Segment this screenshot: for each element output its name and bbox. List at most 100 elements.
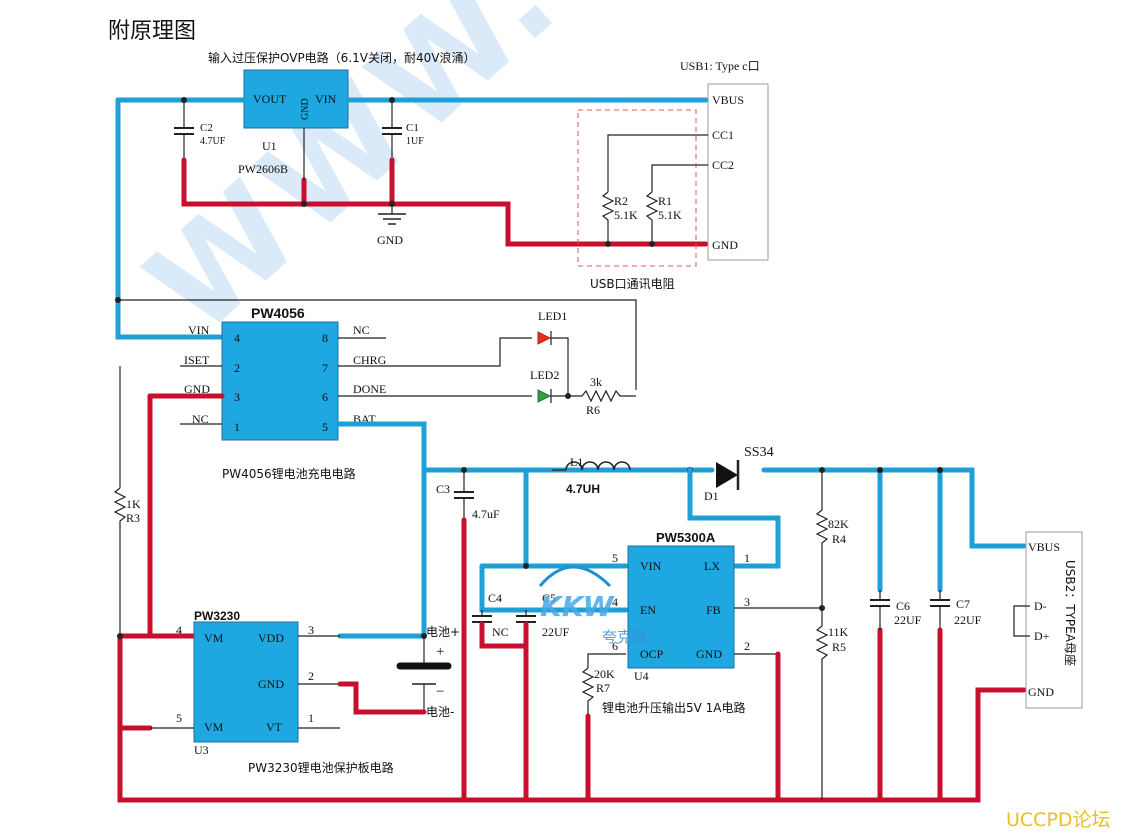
pw3230-pin-3: 3 <box>308 623 314 637</box>
battery-neg-label: 电池- <box>426 705 454 719</box>
usb1-pin-cc1: CC1 <box>712 128 734 142</box>
pw5300a-pin-en: EN <box>640 603 656 617</box>
pw5300a-pin-lx: LX <box>704 559 720 573</box>
r2-ref: R2 <box>614 194 628 208</box>
pw3230-pin-1: 1 <box>308 711 314 725</box>
r7-value: 20K <box>594 667 615 681</box>
forum-watermark: UCCPD论坛 <box>1006 809 1111 831</box>
pw4056-pin-7: 7 <box>322 361 328 375</box>
pw3230-pin-gnd: GND <box>258 677 284 691</box>
charger-section-label: PW4056锂电池充电电路 <box>222 466 356 481</box>
c2-value: 4.7UF <box>200 136 226 147</box>
pw4056-pin-2: 2 <box>234 361 240 375</box>
usb2-label: USB2：TYPEA母座 <box>1063 560 1078 666</box>
usb2-pin-dp: D+ <box>1034 629 1050 643</box>
logo-letters: KKW <box>540 590 615 623</box>
u1-pin-gnd: GND <box>300 98 311 120</box>
u1-pin-vin: VIN <box>315 92 337 106</box>
r5-ref: R5 <box>832 640 846 654</box>
usb1-connector: USB1: Type c口 VBUS CC1 CC2 GND R2 5.1K R… <box>577 59 769 291</box>
u1-chip <box>243 69 349 129</box>
usb1-pin-vbus: VBUS <box>712 93 744 107</box>
pw4056-pin-nc-left: NC <box>192 412 209 426</box>
c1-ref: C1 <box>406 122 419 134</box>
pw3230-pin-vt: VT <box>266 720 283 734</box>
pw3230-chip <box>193 621 299 743</box>
pw5300a-name: PW5300A <box>656 530 716 545</box>
pw4056-pin-iset: ISET <box>184 353 210 367</box>
u1-pin-vout: VOUT <box>253 92 287 106</box>
page-title: 附原理图 <box>108 19 196 44</box>
pw4056-pin-nc-right: NC <box>353 323 370 337</box>
usb1-pin-gnd: GND <box>712 238 738 252</box>
usb2-pin-dm: D- <box>1034 599 1047 613</box>
usb-comm-label: USB口通讯电阻 <box>590 277 675 291</box>
r1-ref: R1 <box>658 194 672 208</box>
pw3230-pin-5: 5 <box>176 711 182 725</box>
r1-value: 5.1K <box>658 208 682 222</box>
c6-ref: C6 <box>896 599 910 613</box>
usb2-pin-gnd: GND <box>1028 685 1054 699</box>
pw4056-pin-6: 6 <box>322 390 328 404</box>
boost-circuit: PW5300A U4 VIN 5 EN 4 OCP 6 LX 1 FB 3 GN… <box>581 467 982 803</box>
r6-value: 3k <box>590 375 602 389</box>
u1-part: PW2606B <box>238 162 288 176</box>
pw4056-pin-8: 8 <box>322 331 328 345</box>
pw4056-pin-done: DONE <box>353 382 386 396</box>
pw4056-pin-gnd: GND <box>184 382 210 396</box>
c4-value: NC <box>492 625 509 639</box>
u1-ref: U1 <box>262 139 277 153</box>
pw3230-pin-4: 4 <box>176 623 182 637</box>
gnd-trace-top <box>181 157 709 247</box>
boost-section-label: 锂电池升压输出5V 1A电路 <box>602 700 746 715</box>
c6-value: 22UF <box>894 613 922 627</box>
pw5300a-pin-fb: FB <box>706 603 721 617</box>
pw5300a-ref: U4 <box>634 669 649 683</box>
pw5300a-pin-gnd: GND <box>696 647 722 661</box>
r3-ref: R3 <box>126 511 140 525</box>
led2-ref: LED2 <box>530 368 559 382</box>
power-traces: + − 电池+ 电池- C3 4.7uF L1 4.7UH D1 SS34 <box>117 393 1027 803</box>
pw4056-pin-vin: VIN <box>188 323 210 337</box>
gnd-label: GND <box>377 233 403 247</box>
d1-value: SS34 <box>744 445 774 460</box>
usb2-connector: VBUS D- D+ GND USB2：TYPEA母座 <box>1013 531 1083 709</box>
pw5300a-pin-5: 5 <box>612 551 618 565</box>
pw4056-name: PW4056 <box>251 305 305 321</box>
pw5300a-pin-3: 3 <box>744 595 750 609</box>
c7-value: 22UF <box>954 613 982 627</box>
r2-value: 5.1K <box>614 208 638 222</box>
c1-value: 1UF <box>406 136 424 147</box>
usb1-label: USB1: Type c口 <box>680 59 760 73</box>
l1-ref: L1 <box>570 455 583 469</box>
pw3230-pin-vdd: VDD <box>258 631 284 645</box>
c3-ref: C3 <box>436 482 450 496</box>
protect-section-label: PW3230锂电池保护板电路 <box>248 760 394 775</box>
logo-text: 夸克微 <box>602 628 647 646</box>
r4-ref: R4 <box>832 532 846 546</box>
pw5300a-pin-4: 4 <box>612 595 618 609</box>
c7-ref: C7 <box>956 597 970 611</box>
l1-value: 4.7UH <box>566 482 600 496</box>
pw5300a-pin-vin: VIN <box>640 559 662 573</box>
c4-ref: C4 <box>488 591 502 605</box>
c5-ref: C5 <box>542 591 556 605</box>
usb1-pin-cc2: CC2 <box>712 158 734 172</box>
protect-circuit: PW3230 U3 VM 4 VM 5 VDD 3 GND 2 VT 1 PW3… <box>150 609 427 775</box>
pw5300a-pin-6: 6 <box>612 639 618 653</box>
pw4056-pin-3: 3 <box>234 390 240 404</box>
r7-ref: R7 <box>596 681 610 695</box>
pw4056-pin-5: 5 <box>322 420 328 434</box>
d1-ref: D1 <box>704 489 719 503</box>
pw4056-pin-1: 1 <box>234 420 240 434</box>
pw3230-ref: U3 <box>194 743 209 757</box>
battery-minus: − <box>436 684 444 700</box>
c5-value: 22UF <box>542 625 570 639</box>
c3-value: 4.7uF <box>472 507 500 521</box>
charger-circuit: PW4056 VIN 4 ISET 2 GND 3 NC 1 NC 8 CHRG… <box>113 297 637 636</box>
battery-pos-label: 电池+ <box>426 625 460 639</box>
pw5300a-pin-1: 1 <box>744 551 750 565</box>
kkw-logo: KKW 夸克微 <box>538 565 647 646</box>
pw5300a-pin-ocp: OCP <box>640 647 664 661</box>
pw5300a-pin-2: 2 <box>744 639 750 653</box>
